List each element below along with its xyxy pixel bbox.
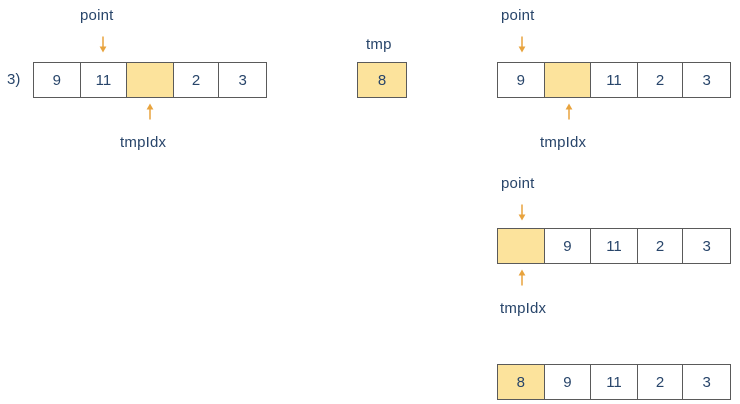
point-label-panel1: point [80, 7, 114, 24]
array-cell: 2 [637, 365, 684, 399]
arrow-up-icon-panel1 [143, 103, 157, 120]
arrow-up-icon-panel3 [562, 103, 576, 120]
array-cell-highlighted [544, 63, 592, 97]
array-cell: 3 [683, 365, 730, 399]
array-cell: 9 [34, 63, 81, 97]
array-cell: 9 [544, 229, 592, 263]
array-cell: 11 [591, 229, 638, 263]
arrow-down-icon-panel4 [515, 204, 529, 221]
array-cell: 2 [637, 63, 684, 97]
step-number-label: 3) [7, 71, 21, 88]
tmpidx-label-panel4: tmpIdx [500, 300, 547, 317]
array-cell: 9 [544, 365, 592, 399]
tmpidx-label-panel3: tmpIdx [540, 134, 587, 151]
arrow-down-icon-panel3 [515, 36, 529, 53]
array-panel1: 9 11 2 3 [33, 62, 267, 98]
array-panel5-final: 8 9 11 2 3 [497, 364, 731, 400]
array-cell: 2 [637, 229, 684, 263]
array-cell: 11 [591, 63, 638, 97]
point-label-panel3: point [501, 7, 535, 24]
array-cell: 11 [591, 365, 638, 399]
array-cell-highlighted [127, 63, 174, 97]
array-cell: 3 [683, 229, 730, 263]
array-cell: 11 [80, 63, 128, 97]
point-label-panel4: point [501, 175, 535, 192]
array-cell: 3 [219, 63, 266, 97]
tmpidx-label-panel1: tmpIdx [120, 134, 167, 151]
array-panel4: 9 11 2 3 [497, 228, 731, 264]
arrow-up-icon-panel4 [515, 269, 529, 286]
array-cell: 3 [683, 63, 730, 97]
tmp-value-box: 8 [357, 62, 407, 98]
arrow-down-icon-panel1 [96, 36, 110, 53]
array-cell-highlighted [498, 229, 545, 263]
tmp-label: tmp [366, 36, 392, 53]
array-cell: 9 [498, 63, 545, 97]
array-cell-highlighted: 8 [498, 365, 545, 399]
array-cell: 2 [173, 63, 220, 97]
array-panel3: 9 11 2 3 [497, 62, 731, 98]
